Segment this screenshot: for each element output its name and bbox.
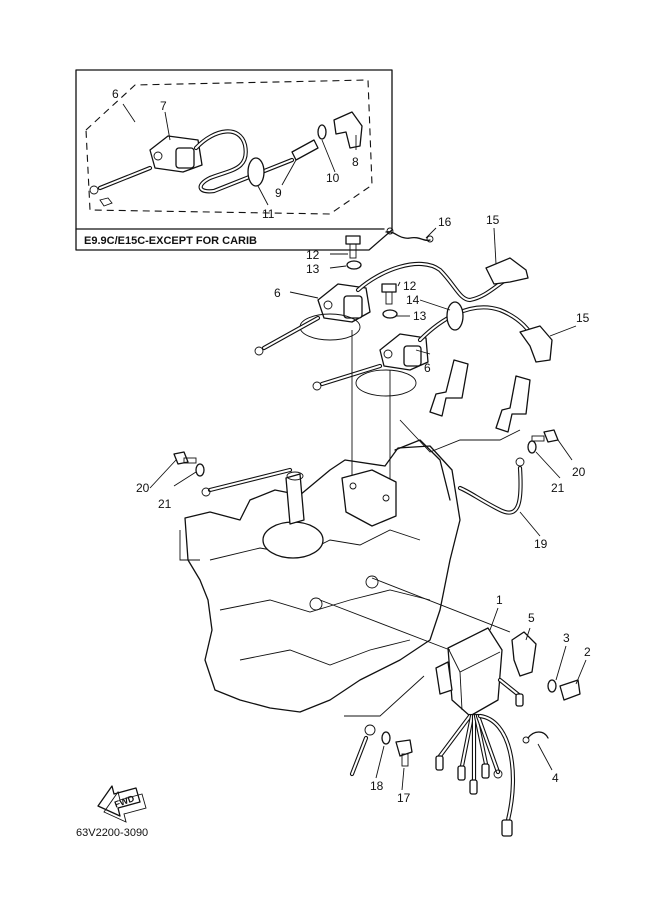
callout-5: 5 [528, 611, 535, 625]
inset-callout-7: 7 [160, 99, 167, 113]
callout-21-right: 21 [551, 481, 565, 495]
inset-callout-8: 8 [352, 155, 359, 169]
inset-title: E9.9C/E15C-EXCEPT FOR CARIB [84, 235, 257, 247]
callout-12-upper: 12 [306, 248, 320, 262]
fwd-arrow-icon: FWD [97, 785, 147, 823]
callout-3: 3 [563, 631, 570, 645]
callout-16: 16 [438, 215, 452, 229]
callout-20-left: 20 [136, 481, 150, 495]
inset-callout-9: 9 [275, 186, 282, 200]
cdi-unit [435, 627, 524, 837]
callout-6-upper: 6 [274, 286, 281, 300]
ignition-coil-lower [312, 333, 429, 397]
callout-19: 19 [534, 537, 548, 551]
callout-15-upper: 15 [486, 213, 500, 227]
inset-callout-11: 11 [262, 207, 275, 221]
callout-4: 4 [552, 771, 559, 785]
inset-callout-10: 10 [326, 171, 340, 185]
callout-21-left: 21 [158, 497, 172, 511]
callout-13-upper: 13 [306, 262, 320, 276]
callout-20-right: 20 [572, 465, 586, 479]
callout-17: 17 [397, 791, 411, 805]
callout-6-lower: 6 [424, 361, 431, 375]
fwd-label: FWD [113, 793, 136, 810]
callout-14: 14 [406, 293, 420, 307]
callout-2: 2 [584, 645, 591, 659]
callout-12-lower: 12 [403, 279, 417, 293]
engine-block [179, 439, 461, 713]
inset-panel: E9.9C/E15C-EXCEPT FOR CARIB [75, 69, 393, 251]
inset-ignition-coil [89, 135, 203, 195]
callout-1: 1 [496, 593, 503, 607]
callout-13-lower: 13 [413, 309, 427, 323]
inset-callout-6: 6 [112, 87, 119, 101]
ignition-coil-upper [254, 283, 371, 356]
callout-15-lower: 15 [576, 311, 590, 325]
callout-18: 18 [370, 779, 384, 793]
diagram-reference-number: 63V2200-3090 [76, 827, 148, 839]
